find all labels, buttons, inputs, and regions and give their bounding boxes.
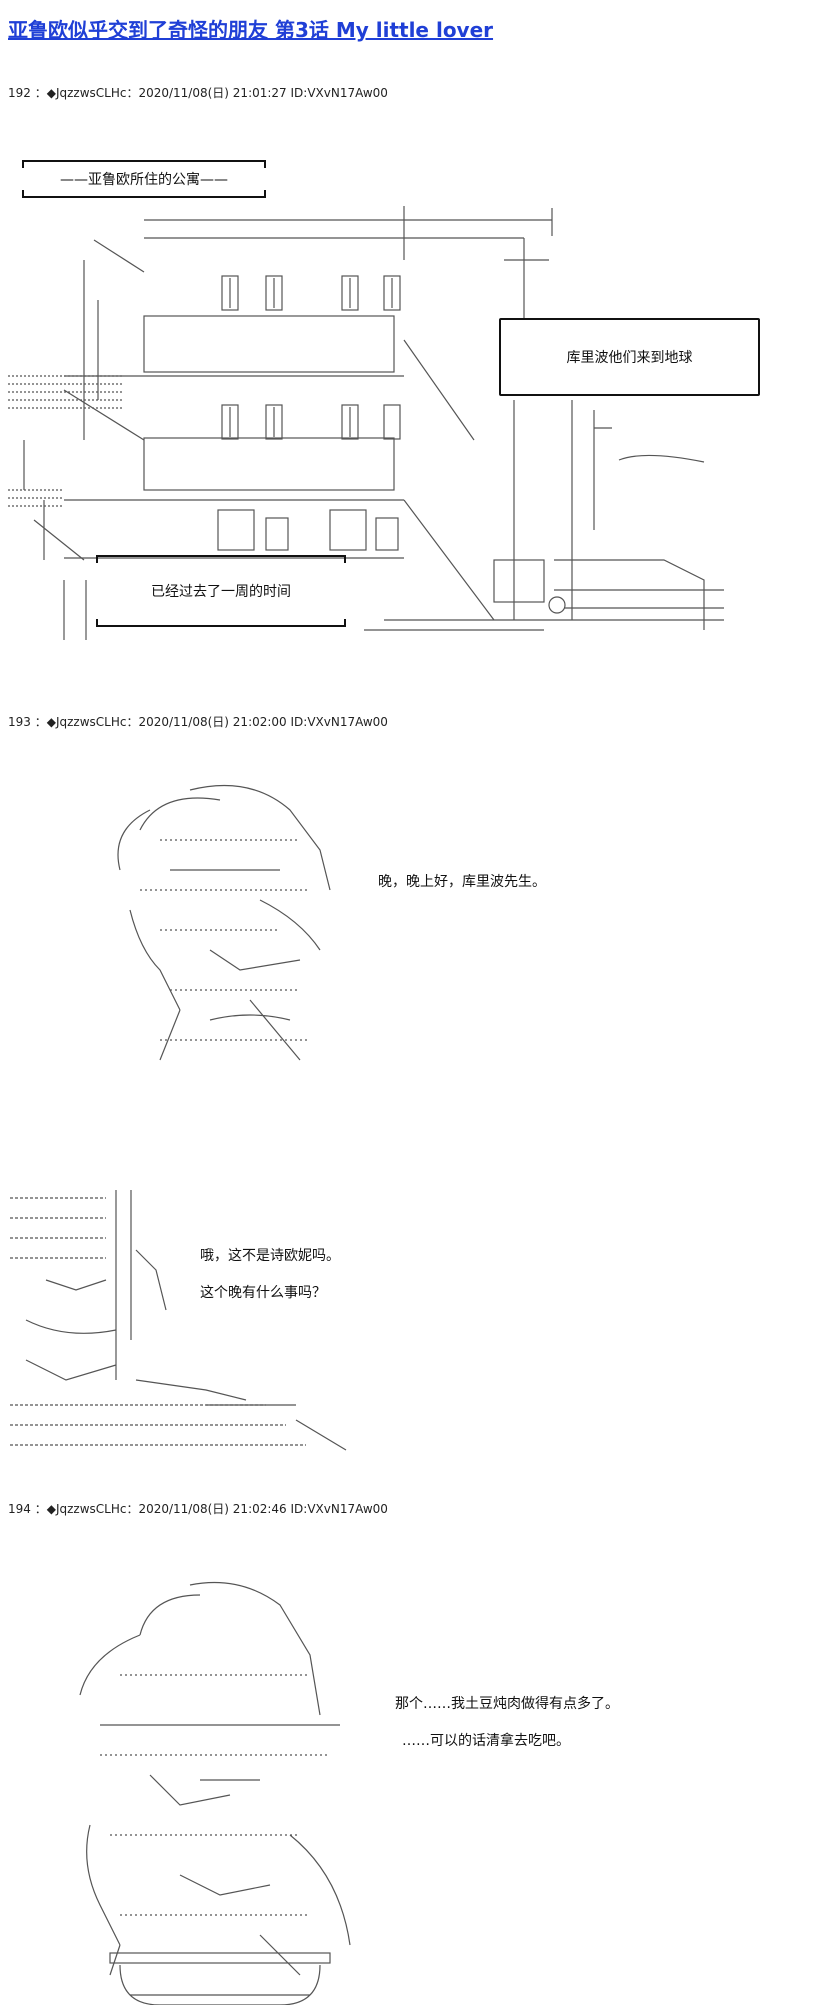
- dialogue-line-193-2: 哦，这不是诗欧妮吗。: [200, 1248, 340, 1264]
- post-header-194: 194 ：◆JqzzwsCLHc：2020/11/08(日) 21:02:46 …: [8, 1502, 388, 1516]
- location-caption: ——亚鲁欧所住的公寓——: [60, 172, 228, 188]
- narration-text-1: 库里波他们来到地球: [566, 350, 693, 366]
- page-title[interactable]: 亚鲁欧似乎交到了奇怪的朋友 第3话 My little lover: [8, 18, 494, 42]
- character-bowing-art: [100, 770, 350, 1070]
- dialogue-line-194-1: 那个……我土豆炖肉做得有点多了。: [395, 1696, 619, 1712]
- character-offering-art: [60, 1575, 390, 2005]
- post-header-193: 193 ：◆JqzzwsCLHc：2020/11/08(日) 21:02:00 …: [8, 715, 388, 729]
- dialogue-line-194-2: ……可以的话清拿去吃吧。: [402, 1733, 570, 1749]
- narration-box-1: 库里波他们来到地球: [499, 318, 760, 396]
- dialogue-line-193-3: 这个晚有什么事吗？: [200, 1285, 326, 1301]
- dialogue-line-193-1: 晚，晚上好，库里波先生。: [378, 874, 546, 890]
- apartment-building-art: [4, 200, 724, 645]
- narration-box-2: 已经过去了一周的时间: [96, 555, 346, 627]
- post-header-192: 192 ：◆JqzzwsCLHc：2020/11/08(日) 21:01:27 …: [8, 86, 388, 100]
- narration-text-2: 已经过去了一周的时间: [151, 584, 291, 600]
- location-caption-box: ——亚鲁欧所住的公寓——: [22, 160, 266, 198]
- character-door-art: [6, 1190, 356, 1460]
